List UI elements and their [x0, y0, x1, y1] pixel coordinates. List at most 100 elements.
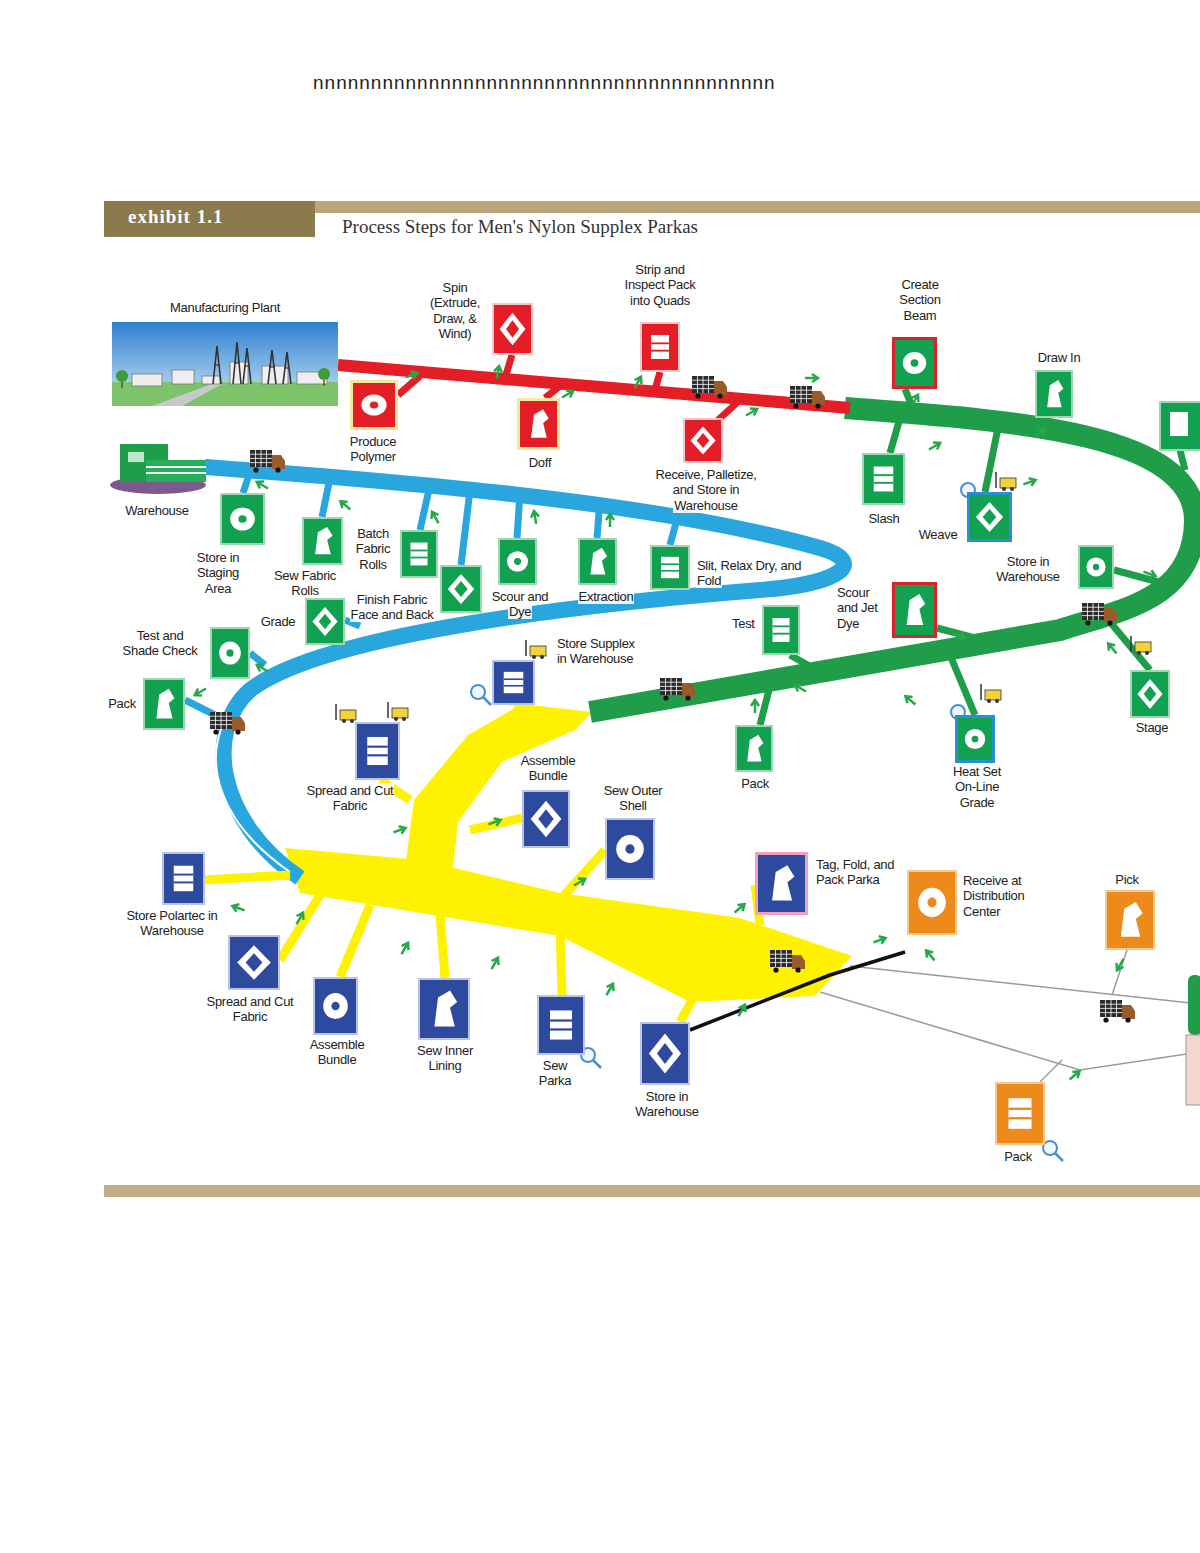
- drawing-part: [781, 950, 782, 967]
- drawing-part: [806, 386, 807, 403]
- drawing-part: [1082, 603, 1104, 620]
- plant-picture: [112, 322, 338, 406]
- step-glyph: [353, 383, 395, 427]
- drawing-part: [532, 655, 536, 659]
- band-branch: [760, 686, 770, 725]
- flow-arrow: [255, 662, 270, 675]
- step-glyph: [970, 495, 1009, 539]
- step-icon: [762, 605, 800, 655]
- step-glyph: [145, 680, 183, 728]
- process-step: Assemble Bundle: [300, 977, 375, 1068]
- band-branch: [1114, 570, 1170, 585]
- drawing-part: [649, 1033, 681, 1073]
- drawing-part: [210, 712, 232, 729]
- drawing-part: [1104, 608, 1117, 622]
- flow-arrow: [735, 1003, 748, 1018]
- step-glyph: [222, 495, 263, 543]
- step-glyph: [607, 820, 653, 878]
- step-label: Receive at Distribution Center: [962, 873, 1025, 919]
- step-label: Spread and Cut Fabric: [206, 994, 295, 1024]
- band-branch: [517, 493, 520, 538]
- drawing-part: [793, 403, 798, 408]
- step-icon: [605, 818, 655, 880]
- flow-arrow: [923, 948, 937, 963]
- truck: [660, 678, 695, 701]
- drawing-part: [312, 607, 337, 636]
- step-label-box: Doff: [515, 455, 565, 470]
- step-glyph: [737, 727, 771, 770]
- drawing-part: [213, 729, 218, 734]
- drawing-part: [985, 690, 1001, 700]
- drawing-part: [1009, 1098, 1032, 1129]
- drawing-part: [506, 320, 519, 337]
- flow-arrow: [805, 374, 818, 382]
- step-label: Slash: [867, 511, 900, 526]
- drawing-part: [411, 557, 428, 559]
- drawing-part: [773, 625, 790, 627]
- flow-arrow: [952, 630, 967, 642]
- drawing-part: [342, 719, 346, 723]
- drawing-part: [331, 1002, 339, 1011]
- green-band: [590, 408, 1195, 712]
- drawing-part: [1116, 1000, 1117, 1017]
- drawing-part: [685, 695, 690, 700]
- step-label: Weave: [918, 527, 959, 542]
- drawing-part: [402, 717, 406, 721]
- step-icon: [955, 715, 995, 763]
- band-branch: [505, 355, 512, 378]
- step-label-box: Sew Fabric Rolls: [265, 568, 345, 599]
- step-icon: [400, 530, 438, 578]
- drawing-part: [1122, 1005, 1135, 1019]
- step-label-box: Slit, Relax Dry, and Fold: [696, 558, 816, 589]
- step-label-box: Stage: [1127, 720, 1177, 735]
- step-label-box: Slash: [859, 511, 909, 526]
- process-step: Test and Shade Check: [117, 627, 250, 679]
- drawing-part: [367, 754, 388, 756]
- band-branch: [280, 895, 320, 960]
- step-label: Stage: [1135, 720, 1169, 735]
- magnifier: [471, 685, 491, 705]
- process-step: Create Section Beam: [889, 277, 951, 389]
- process-step: Doff: [515, 398, 565, 470]
- drawing-part: [786, 950, 787, 967]
- step-glyph: [642, 1024, 688, 1083]
- step-label: Pack: [1003, 1149, 1033, 1164]
- forklift: [388, 702, 408, 721]
- drawing-part: [367, 746, 388, 748]
- step-icon: [1130, 670, 1170, 718]
- truck: [790, 386, 825, 409]
- cut-off-shape: [1188, 975, 1200, 1035]
- band-branch: [545, 386, 560, 398]
- step-label: Extraction: [578, 589, 635, 604]
- drawing-part: [261, 450, 262, 467]
- drawing-part: [244, 365, 250, 366]
- drawing-part: [112, 322, 338, 406]
- flow-arrow: [231, 902, 246, 914]
- drawing-part: [323, 993, 348, 1019]
- band-branch: [1110, 622, 1150, 670]
- step-icon: [650, 545, 690, 590]
- drawing-part: [315, 527, 333, 554]
- drawing-part: [235, 729, 240, 734]
- drawing-part: [340, 710, 356, 720]
- step-icon: [418, 978, 470, 1040]
- drawing-part: [770, 950, 792, 967]
- process-step: Sew Parka: [533, 995, 586, 1089]
- step-label: Scour and Jet Dye: [836, 585, 879, 631]
- step-icon: [967, 492, 1012, 542]
- drawing-part: [367, 737, 388, 765]
- drawing-part: [146, 466, 206, 468]
- step-label: Sew Parka: [538, 1058, 572, 1088]
- flow-arrow: [603, 982, 616, 997]
- step-label-box: Store in Warehouse: [988, 554, 1068, 585]
- step-icon: [755, 852, 808, 915]
- step-label-box: Grade: [256, 614, 300, 629]
- drawing-part: [275, 467, 280, 472]
- warehouse-picture: [108, 440, 208, 495]
- forklifts: [336, 472, 1151, 723]
- drawing-part: [625, 844, 634, 853]
- step-label: Strip and Inspect Pack into Quads: [624, 262, 697, 308]
- drawing-part: [907, 594, 926, 625]
- step-label: Store in Warehouse: [995, 554, 1060, 584]
